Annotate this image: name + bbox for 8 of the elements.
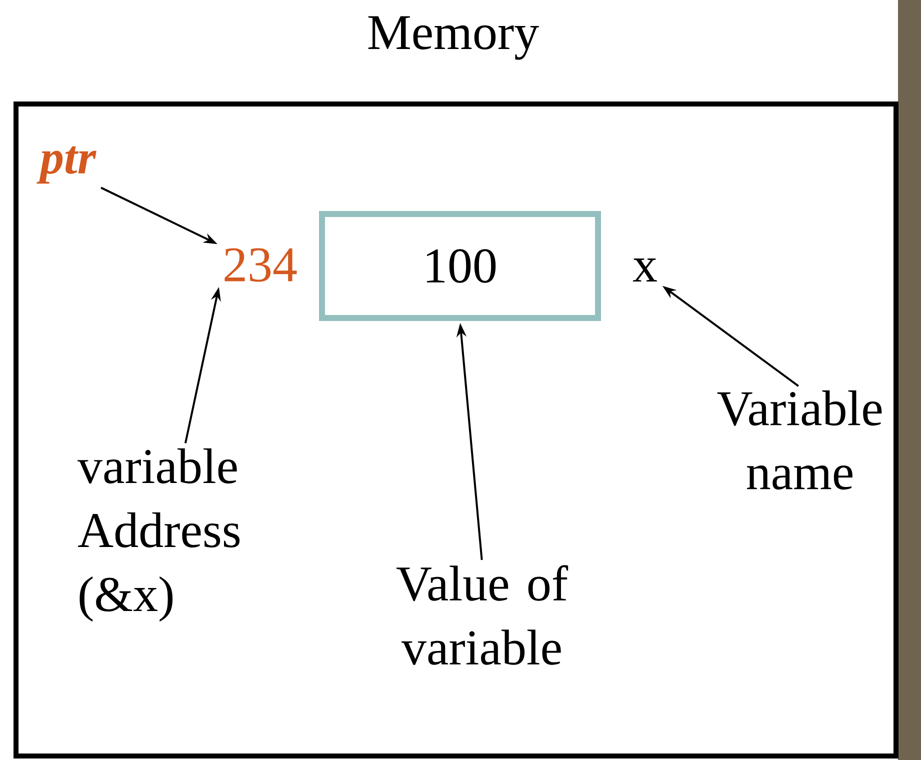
value-box: 100 — [319, 210, 601, 321]
variable-name: x — [632, 258, 657, 282]
annotation-text: Value of variable — [396, 565, 568, 665]
address-value: 234 — [224, 248, 297, 282]
annotation-text: variable Address (&x) — [78, 448, 240, 622]
pointer-label: ptr — [36, 146, 96, 184]
annotation-text: Variable name — [717, 390, 882, 490]
node-label: Memory — [368, 16, 539, 60]
